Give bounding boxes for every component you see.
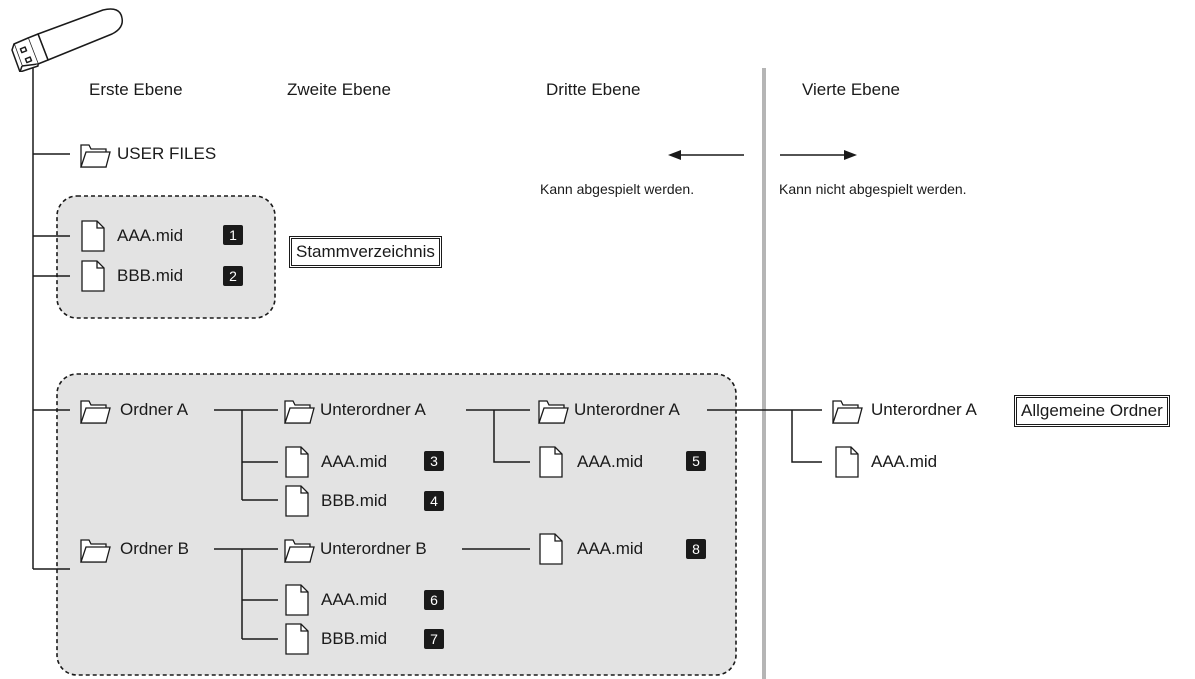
can-play-note: Kann abgespielt werden. (540, 181, 695, 197)
folder-a-sub-file[interactable]: AAA.mid (577, 452, 644, 471)
level-fourth-heading: Vierte Ebene (802, 80, 900, 99)
folder-user-files[interactable]: USER FILES (117, 144, 217, 163)
file-icon (539, 533, 563, 565)
folder-b-sub-file[interactable]: AAA.mid (577, 539, 644, 558)
root-file-1[interactable]: AAA.mid (117, 226, 184, 245)
level-second-heading: Zweite Ebene (287, 80, 391, 99)
badge-6: 6 (424, 590, 444, 610)
folder-a-file-2[interactable]: BBB.mid (321, 491, 388, 510)
folder-icon (538, 400, 569, 424)
file-icon (285, 623, 309, 655)
file-icon (81, 220, 105, 252)
general-folders-label: Allgemeine Ordner (1014, 395, 1170, 427)
folder-a-file-1[interactable]: AAA.mid (321, 452, 388, 471)
folder-b-file-1[interactable]: AAA.mid (321, 590, 388, 609)
file-icon (285, 446, 309, 478)
folder-icon (832, 400, 863, 424)
folder-icon (80, 400, 111, 424)
folders-group (56, 373, 737, 676)
file-icon (285, 584, 309, 616)
root-files-group (56, 195, 276, 319)
badge-5: 5 (686, 451, 706, 471)
file-icon (835, 446, 859, 478)
level4-file[interactable]: AAA.mid (871, 452, 938, 471)
folder-icon (284, 400, 315, 424)
folder-icon (80, 539, 111, 563)
cannot-play-note: Kann nicht abgespielt werden. (779, 181, 967, 197)
folder-icon (284, 539, 315, 563)
badge-7: 7 (424, 629, 444, 649)
badge-1: 1 (223, 225, 243, 245)
badge-4: 4 (424, 491, 444, 511)
file-icon (285, 485, 309, 517)
folder-a-sub-subfolder[interactable]: Unterordner A (574, 400, 680, 419)
badge-3: 3 (424, 451, 444, 471)
folder-icon (80, 144, 111, 168)
folder-b-file-2[interactable]: BBB.mid (321, 629, 388, 648)
folder-a-subfolder[interactable]: Unterordner A (320, 400, 426, 419)
root-file-2[interactable]: BBB.mid (117, 266, 184, 285)
file-icon (81, 260, 105, 292)
file-icon (539, 446, 563, 478)
level-third-heading: Dritte Ebene (546, 80, 641, 99)
level-first-heading: Erste Ebene (89, 80, 183, 99)
level4-subfolder[interactable]: Unterordner A (871, 400, 977, 419)
root-directory-label: Stammverzeichnis (289, 236, 442, 268)
folder-b-subfolder[interactable]: Unterordner B (320, 539, 427, 558)
badge-2: 2 (223, 266, 243, 286)
folder-a[interactable]: Ordner A (120, 400, 189, 419)
folder-b[interactable]: Ordner B (120, 539, 189, 558)
badge-8: 8 (686, 539, 706, 559)
usb-drive-icon (11, 8, 124, 72)
